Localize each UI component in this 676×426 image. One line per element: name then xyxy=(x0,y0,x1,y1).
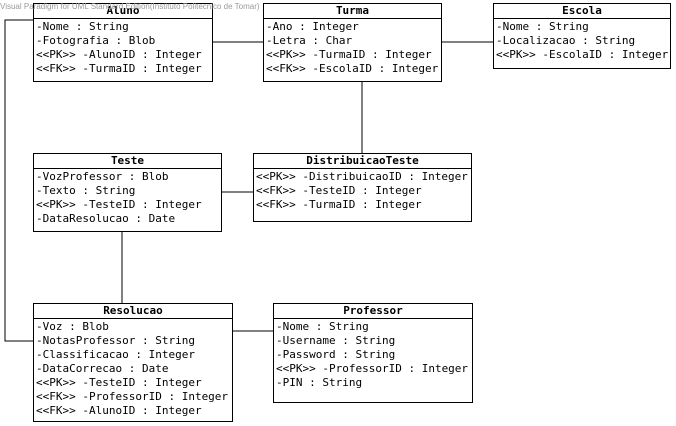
class-professor-attributes: -Nome : String -Username : String -Passw… xyxy=(274,319,472,390)
attribute-professor-professorid: <<PK>> -ProfessorID : Integer xyxy=(276,362,469,375)
attribute-teste-dataresolucao: -DataResolucao : Date xyxy=(36,212,176,225)
attribute-escola-nome: -Nome : String xyxy=(496,20,589,33)
attribute-teste-vozprofessor: -VozProfessor : Blob xyxy=(36,170,169,183)
class-professor-title: Professor xyxy=(274,304,472,319)
attribute-resolucao-alunoid: <<FK>> -AlunoID : Integer xyxy=(36,404,202,417)
attribute-escola-escolaid: <<PK>> -EscolaID : Integer xyxy=(496,48,669,61)
class-escola[interactable]: Escola -Nome : String -Localizacao : Str… xyxy=(493,3,671,69)
class-teste-attributes: -VozProfessor : Blob -Texto : String <<P… xyxy=(34,169,221,226)
attribute-turma-escolaid: <<FK>> -EscolaID : Integer xyxy=(266,62,439,75)
attribute-teste-texto: -Texto : String xyxy=(36,184,136,197)
class-resolucao-attributes: -Voz : Blob -NotasProfessor : String -Cl… xyxy=(34,319,232,418)
class-professor[interactable]: Professor -Nome : String -Username : Str… xyxy=(273,303,473,403)
attribute-professor-username: -Username : String xyxy=(276,334,396,347)
attribute-aluno-nome: -Nome : String xyxy=(36,20,129,33)
attribute-aluno-alunoid: <<PK>> -AlunoID : Integer xyxy=(36,48,202,61)
attribute-escola-localizacao: -Localizacao : String xyxy=(496,34,636,47)
class-teste[interactable]: Teste -VozProfessor : Blob -Texto : Stri… xyxy=(33,153,222,232)
attribute-turma-letra: -Letra : Char xyxy=(266,34,353,47)
attribute-turma-turmaid: <<PK>> -TurmaID : Integer xyxy=(266,48,432,61)
attribute-resolucao-testeid: <<PK>> -TesteID : Integer xyxy=(36,376,202,389)
class-turma-attributes: -Ano : Integer -Letra : Char <<PK>> -Tur… xyxy=(264,19,441,76)
attribute-resolucao-voz: -Voz : Blob xyxy=(36,320,109,333)
class-turma[interactable]: Turma -Ano : Integer -Letra : Char <<PK>… xyxy=(263,3,442,82)
attribute-turma-ano: -Ano : Integer xyxy=(266,20,359,33)
attribute-aluno-fotografia: -Fotografia : Blob xyxy=(36,34,156,47)
class-resolucao-title: Resolucao xyxy=(34,304,232,319)
class-distribuicaoteste-attributes: <<PK>> -DistribuicaoID : Integer <<FK>> … xyxy=(254,169,471,212)
attribute-teste-testeid: <<PK>> -TesteID : Integer xyxy=(36,198,202,211)
class-escola-title: Escola xyxy=(494,4,670,19)
assoc-aluno-resolucao xyxy=(4,19,33,342)
attribute-distribuicao-turmaid: <<FK>> -TurmaID : Integer xyxy=(256,198,422,211)
class-distribuicaoteste-title: DistribuicaoTeste xyxy=(254,154,471,169)
attribute-resolucao-classificacao: -Classificacao : Integer xyxy=(36,348,195,361)
attribute-resolucao-professorid: <<FK>> -ProfessorID : Integer xyxy=(36,390,229,403)
attribute-professor-pin: -PIN : String xyxy=(276,376,363,389)
attribute-resolucao-notasprofessor: -NotasProfessor : String xyxy=(36,334,195,347)
attribute-professor-password: -Password : String xyxy=(276,348,396,361)
attribute-aluno-turmaid: <<FK>> -TurmaID : Integer xyxy=(36,62,202,75)
attribute-professor-nome: -Nome : String xyxy=(276,320,369,333)
class-resolucao[interactable]: Resolucao -Voz : Blob -NotasProfessor : … xyxy=(33,303,233,422)
class-aluno-attributes: -Nome : String -Fotografia : Blob <<PK>>… xyxy=(34,19,212,76)
attribute-distribuicao-testeid: <<FK>> -TesteID : Integer xyxy=(256,184,422,197)
class-teste-title: Teste xyxy=(34,154,221,169)
attribute-resolucao-datacorrecao: -DataCorrecao : Date xyxy=(36,362,169,375)
class-escola-attributes: -Nome : String -Localizacao : String <<P… xyxy=(494,19,670,62)
class-distribuicaoteste[interactable]: DistribuicaoTeste <<PK>> -DistribuicaoID… xyxy=(253,153,472,222)
attribute-distribuicao-distribuicaoid: <<PK>> -DistribuicaoID : Integer xyxy=(256,170,468,183)
class-turma-title: Turma xyxy=(264,4,441,19)
class-aluno-title: Aluno xyxy=(34,4,212,19)
class-aluno[interactable]: Aluno -Nome : String -Fotografia : Blob … xyxy=(33,3,213,82)
